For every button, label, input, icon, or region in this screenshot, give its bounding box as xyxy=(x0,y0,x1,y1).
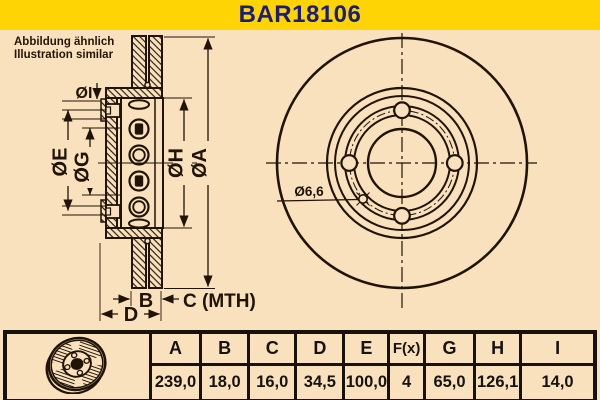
dimension-table: A B C D E F(x) G H I 239,0 18,0 16,0 34,… xyxy=(3,330,597,400)
col-header-b: B xyxy=(199,330,251,367)
table-header-row: A B C D E F(x) G H I xyxy=(3,330,597,400)
section-dimension-labels: ØI ØE ØG ØH ØA B C (MTH) D xyxy=(50,85,256,326)
col-header-c: C xyxy=(247,330,298,367)
brake-disc-icon xyxy=(45,336,107,395)
value-d: 34,5 xyxy=(294,363,346,400)
col-header-i: I xyxy=(519,330,597,367)
value-h: 126,1 xyxy=(473,363,523,400)
note-line-de: Abbildung ähnlich xyxy=(14,36,115,48)
dim-label-small-hole: Ø6,6 xyxy=(294,184,324,199)
value-i: 14,0 xyxy=(519,363,597,400)
dim-label-dia-e: ØE xyxy=(50,148,72,177)
cross-section-view xyxy=(100,35,164,289)
col-header-h: H xyxy=(473,330,523,367)
col-header-d: D xyxy=(294,330,346,367)
title-banner: BAR18106 xyxy=(0,0,600,30)
value-b: 18,0 xyxy=(199,363,251,400)
value-g: 65,0 xyxy=(422,363,477,400)
dim-label-dia-i: ØI xyxy=(76,85,93,102)
section-dimensions xyxy=(57,36,216,321)
dim-label-c: C (MTH) xyxy=(183,291,256,312)
dim-label-d: D xyxy=(124,304,138,326)
part-number-title: BAR18106 xyxy=(238,1,362,28)
col-header-e: E xyxy=(342,330,391,367)
disc-thumbnail-cell xyxy=(3,330,152,400)
dim-label-dia-g: ØG xyxy=(72,151,94,182)
col-header-fx: F(x) xyxy=(387,330,426,367)
front-view xyxy=(266,33,537,309)
value-e: 100,0 xyxy=(342,363,391,400)
value-a: 239,0 xyxy=(148,363,203,400)
similarity-note: Abbildung ähnlich Illustration similar xyxy=(14,36,114,61)
dim-label-dia-h: ØH xyxy=(166,148,188,178)
col-header-a: A xyxy=(148,330,203,367)
table-value-row: 239,0 18,0 16,0 34,5 100,0 4 65,0 126,1 … xyxy=(5,363,597,400)
note-line-en: Illustration similar xyxy=(14,48,114,61)
dim-label-dia-a: ØA xyxy=(189,148,211,178)
value-fx: 4 xyxy=(387,363,426,400)
col-header-g: G xyxy=(422,330,477,367)
dim-label-b: B xyxy=(139,290,153,312)
value-c: 16,0 xyxy=(247,363,298,400)
